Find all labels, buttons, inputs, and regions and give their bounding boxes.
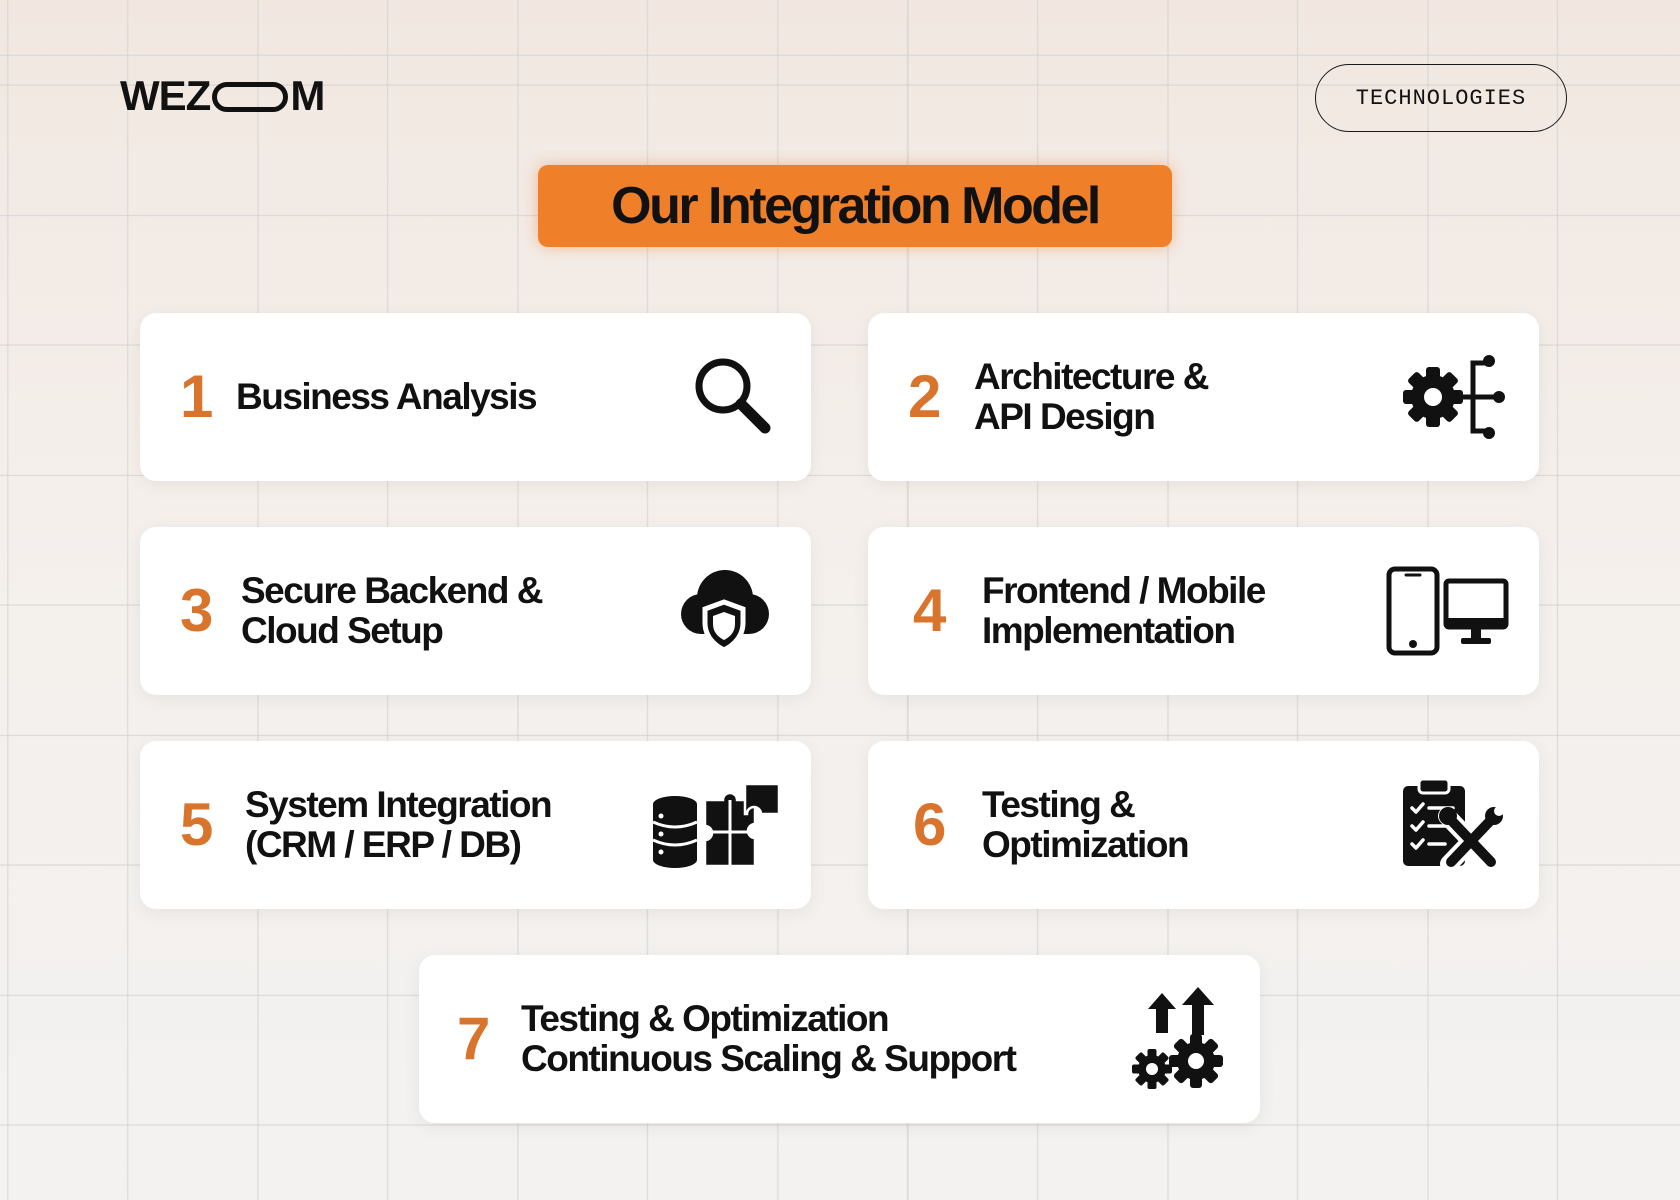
gears-arrows-icon bbox=[1132, 987, 1223, 1089]
step-label: Testing & Optimization Continuous Scalin… bbox=[521, 998, 1017, 1079]
step-card-1: 1 Business Analysis bbox=[140, 313, 811, 481]
step-label: Architecture & API Design bbox=[974, 356, 1209, 437]
step-card-4: 4 Frontend / Mobile Implementation bbox=[868, 527, 1539, 695]
step-label-line: API Design bbox=[974, 396, 1156, 437]
step-label-line: Optimization bbox=[982, 824, 1190, 865]
technologies-button[interactable]: TECHNOLOGIES bbox=[1315, 64, 1567, 132]
step-card-2: 2 Architecture & API Design bbox=[868, 313, 1539, 481]
step-label-line: Cloud Setup bbox=[241, 610, 444, 651]
step-number: 4 bbox=[913, 577, 947, 644]
magnifier-icon bbox=[695, 358, 771, 434]
logo-text-right: M bbox=[290, 72, 325, 119]
step-label: Secure Backend & Cloud Setup bbox=[241, 570, 543, 651]
step-card-7: 7 Testing & Optimization Continuous Scal… bbox=[419, 955, 1260, 1123]
step-label-line: System Integration bbox=[245, 784, 553, 825]
cloud-shield-icon bbox=[681, 570, 769, 653]
phone-desktop-icon bbox=[1386, 566, 1509, 656]
step-label-line: Implementation bbox=[982, 610, 1236, 651]
step-number: 5 bbox=[180, 791, 214, 858]
step-label-line: Architecture & bbox=[974, 356, 1209, 397]
gear-network-icon bbox=[1403, 355, 1505, 439]
step-number: 6 bbox=[913, 791, 947, 858]
wezom-logo[interactable]: WEZ M bbox=[120, 72, 325, 119]
database-puzzle-icon bbox=[652, 782, 781, 868]
step-label: Frontend / Mobile Implementation bbox=[982, 570, 1266, 651]
step-label-line: Business Analysis bbox=[236, 376, 538, 417]
step-card-3: 3 Secure Backend & Cloud Setup bbox=[140, 527, 811, 695]
page-title: Our Integration Model bbox=[538, 165, 1172, 247]
step-number: 1 bbox=[180, 363, 214, 430]
clipboard-tools-icon bbox=[1403, 777, 1504, 873]
step-label: Testing & Optimization bbox=[982, 784, 1190, 865]
step-label-line: Testing & Optimization bbox=[521, 998, 890, 1039]
step-label: Business Analysis bbox=[236, 376, 538, 417]
step-number: 7 bbox=[457, 1005, 491, 1072]
step-label-line: Testing & bbox=[982, 784, 1136, 825]
step-number: 3 bbox=[180, 577, 214, 644]
step-label-line: Continuous Scaling & Support bbox=[521, 1038, 1017, 1079]
step-label-line: Frontend / Mobile bbox=[982, 570, 1266, 611]
step-label-line: (CRM / ERP / DB) bbox=[245, 824, 522, 865]
step-label-line: Secure Backend & bbox=[241, 570, 543, 611]
step-card-5: 5 System Integration (CRM / ERP / DB) bbox=[140, 741, 811, 909]
step-card-6: 6 Testing & Optimization bbox=[868, 741, 1539, 909]
step-number: 2 bbox=[908, 363, 942, 430]
step-label: System Integration (CRM / ERP / DB) bbox=[245, 784, 553, 865]
logo-text-left: WEZ bbox=[120, 72, 211, 119]
logo-o-mark bbox=[212, 82, 289, 112]
